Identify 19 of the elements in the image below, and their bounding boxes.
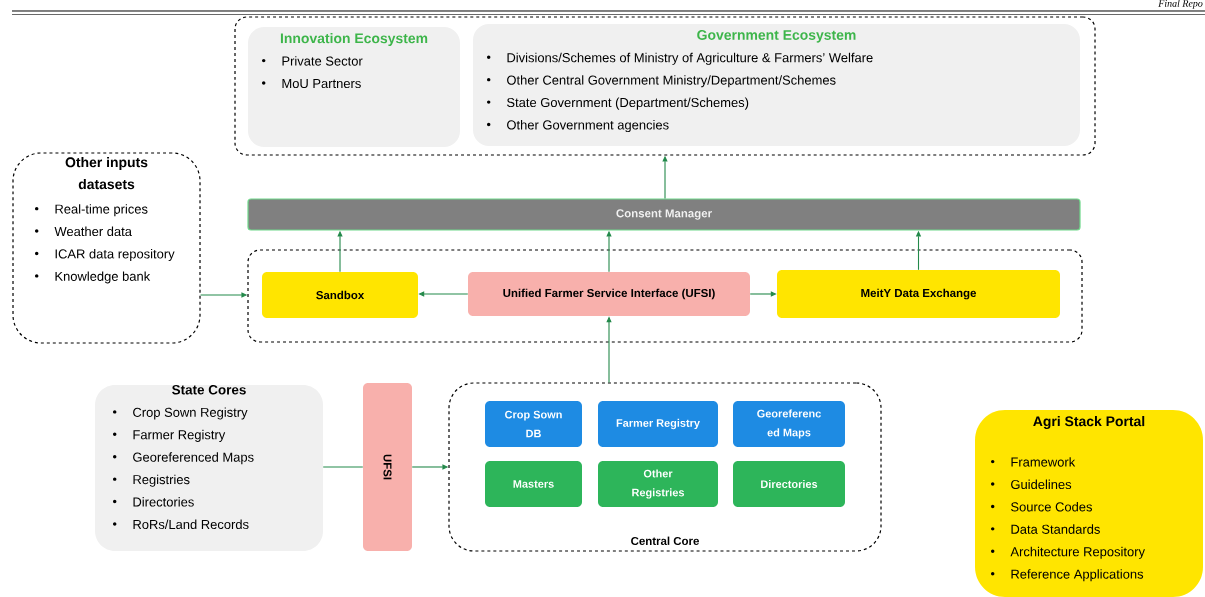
info-panel: Innovation Ecosystem Private Sector MoU Partners [248,27,460,147]
dashed-container [247,249,1083,343]
data-box: Crop Sown DB [485,401,582,447]
data-box: Masters [485,461,582,507]
interface-bar: UFSI [363,383,412,551]
process-box: Sandbox [262,272,418,318]
info-panel: State Cores Crop Sown Registry Farmer Registry Georeferenced Maps Registries Directories RoRs/Land Records [95,385,323,551]
data-box: Directories [733,461,845,507]
header-text: Final Repo [1158,0,1203,9]
dashed-panel: Other inputs datasets Real-time prices Weather data ICAR data repository Knowledge bank [12,152,201,344]
data-box: Other Registries [598,461,718,507]
consent-manager-bar: Consent Manager [247,198,1081,231]
process-box: Unified Farmer Service Interface (UFSI) [468,272,750,316]
info-panel: Government Ecosystem Divisions/Schemes of Ministry of Agriculture & Farmers’ Welfare Other Central Government Ministry/Department/Schemes State Government (Department/Schemes) Other Government agencies [473,24,1080,146]
portal-panel: Agri Stack Portal Framework Guidelines Source Codes Data Standards Architecture Repository Reference Applications [975,410,1203,597]
data-box: Farmer Registry [598,401,718,447]
process-box: MeitY Data Exchange [777,270,1060,318]
dashed-container [234,16,1096,156]
data-box: Georeferenc ed Maps [733,401,845,447]
